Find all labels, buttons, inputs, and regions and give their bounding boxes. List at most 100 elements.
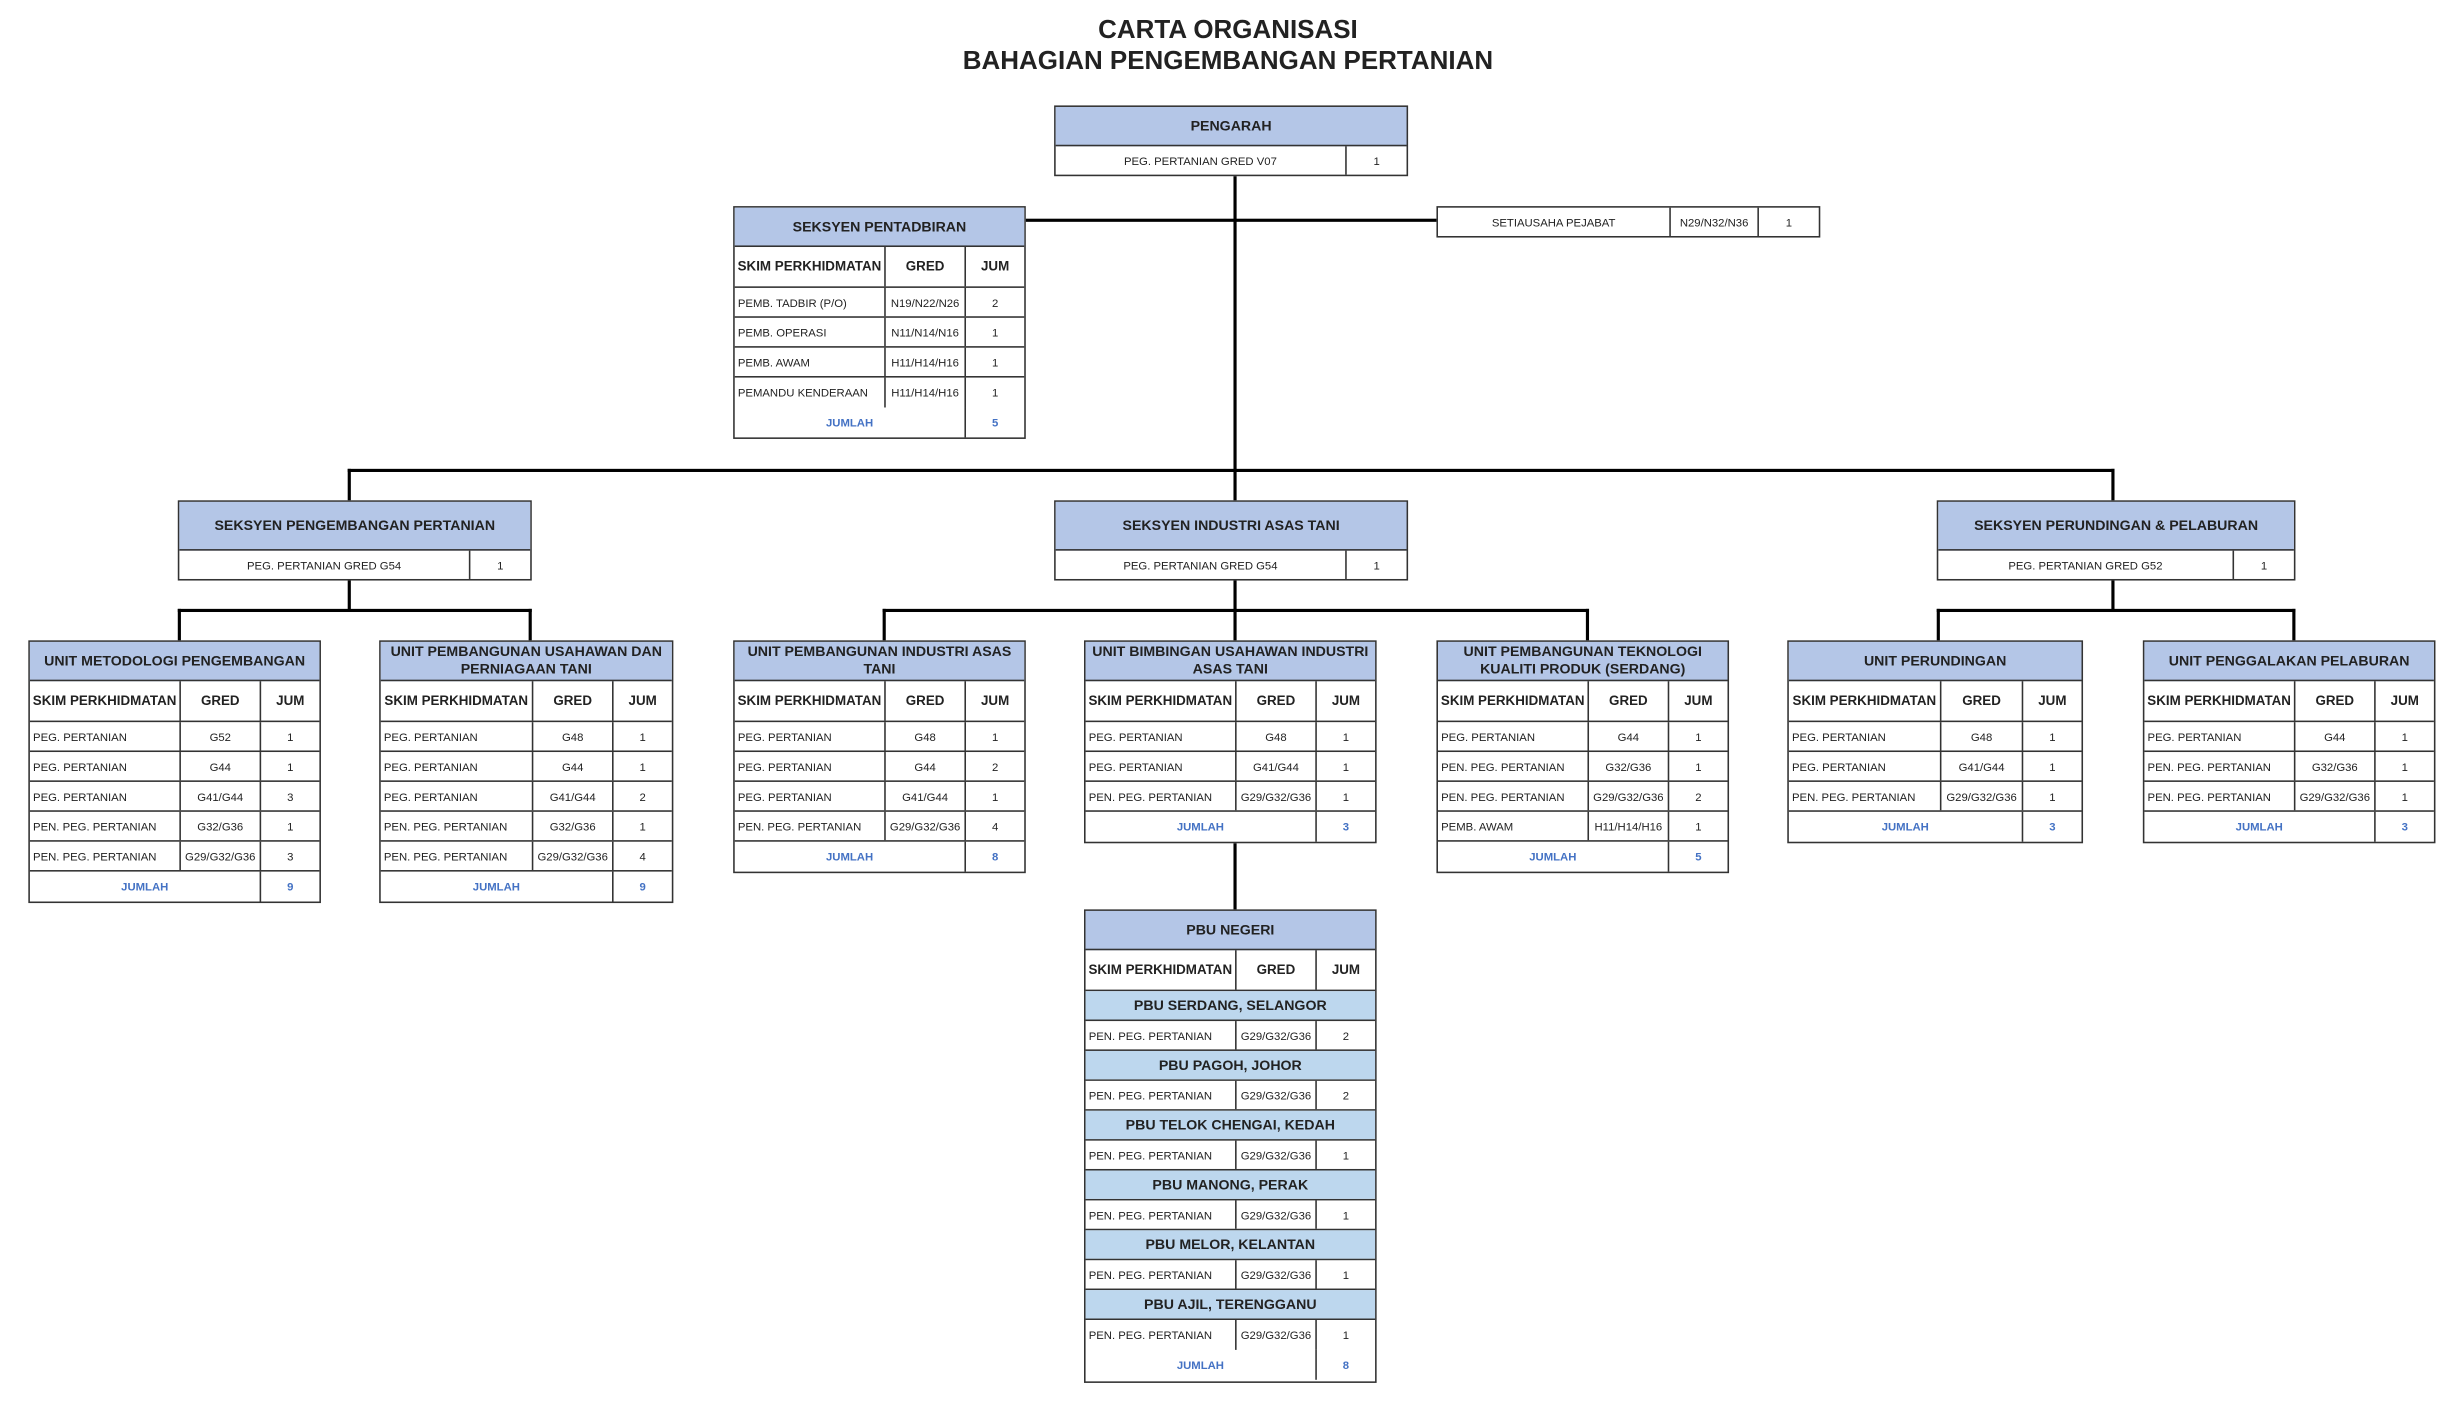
cell-gred: G44 bbox=[2295, 722, 2376, 751]
cell-gred: H11/H14/H16 bbox=[886, 377, 967, 408]
jumlah-value: 3 bbox=[2401, 819, 2408, 834]
seksyen-post: PEG. PERTANIAN GRED G54 bbox=[179, 550, 471, 579]
seksyen-title: SEKSYEN PENGEMBANGAN PERTANIAN bbox=[179, 501, 531, 551]
cell-jum: 1 bbox=[639, 759, 646, 774]
col-header-skim: SKIM PERKHIDMATAN bbox=[735, 247, 886, 287]
cell-jum: 1 bbox=[1342, 1147, 1350, 1162]
pbu-station-name: PBU AJIL, TERENGGANU bbox=[1085, 1290, 1376, 1319]
cell-gred: G29/G32/G36 bbox=[1941, 781, 2024, 811]
pbu-station-name: PBU MELOR, KELANTAN bbox=[1085, 1230, 1376, 1259]
col-header-skim: SKIM PERKHIDMATAN bbox=[1086, 950, 1237, 990]
col-header-jum: JUM bbox=[980, 692, 1010, 708]
col-header-skim: SKIM PERKHIDMATAN bbox=[2144, 681, 2296, 721]
cell-gred: G29/G32/G36 bbox=[181, 841, 262, 871]
pbu-station-header: PBU AJIL, TERENGGANU bbox=[1085, 1290, 1376, 1320]
cell-gred: G44 bbox=[533, 752, 614, 781]
cell-skim: PEG. PERTANIAN bbox=[30, 752, 181, 781]
cell-gred: H11/H14/H16 bbox=[1589, 811, 1670, 841]
cell-gred: G32/G36 bbox=[181, 811, 262, 841]
jumlah-label: JUMLAH bbox=[1438, 841, 1670, 872]
cell-gred: G29/G32/G36 bbox=[886, 811, 967, 841]
cell-skim: PEG. PERTANIAN bbox=[1086, 752, 1237, 781]
connector-line bbox=[1936, 608, 1940, 642]
connector-line bbox=[1233, 174, 1237, 471]
cell-skim: PEG. PERTANIAN bbox=[30, 781, 181, 811]
cell-skim: PEN. PEG. PERTANIAN bbox=[1438, 752, 1590, 781]
cell-skim: PEG. PERTANIAN bbox=[735, 722, 886, 751]
cell-gred: G44 bbox=[1589, 722, 1670, 751]
cell-gred: G41/G44 bbox=[1237, 752, 1317, 781]
jumlah-label: JUMLAH bbox=[735, 841, 967, 872]
cell-skim: PEMB. OPERASI bbox=[735, 317, 886, 347]
connector-line bbox=[1233, 468, 1237, 502]
col-header-gred: GRED bbox=[181, 681, 262, 721]
cell-gred: G29/G32/G36 bbox=[2295, 781, 2376, 811]
col-header-jum: JUM bbox=[1331, 961, 1361, 978]
cell-jum: 2 bbox=[991, 294, 999, 310]
col-header-skim: SKIM PERKHIDMATAN bbox=[1438, 681, 1590, 721]
unit-title: UNIT PERUNDINGAN bbox=[1788, 641, 2082, 682]
seksyen-count: 1 bbox=[1373, 557, 1380, 572]
cell-gred: G29/G32/G36 bbox=[1237, 1260, 1317, 1289]
connector-line bbox=[1024, 218, 1438, 222]
pentadbiran-title: SEKSYEN PENTADBIRAN bbox=[734, 207, 1025, 248]
seksyen-post: PEG. PERTANIAN GRED G52 bbox=[1938, 550, 2235, 579]
cell-skim: PEG. PERTANIAN bbox=[1789, 722, 1942, 751]
pengarah-count: 1 bbox=[1373, 153, 1380, 168]
connector-line bbox=[177, 608, 181, 642]
cell-skim: PEN. PEG. PERTANIAN bbox=[1086, 1200, 1237, 1229]
jumlah-label: JUMLAH bbox=[1789, 811, 2024, 842]
cell-skim: PEMANDU KENDERAAN bbox=[735, 377, 886, 408]
col-header-jum: JUM bbox=[980, 258, 1010, 274]
pbu-station-header: PBU SERDANG, SELANGOR bbox=[1085, 991, 1376, 1022]
cell-gred: G41/G44 bbox=[181, 781, 262, 811]
cell-jum: 1 bbox=[1342, 759, 1350, 774]
cell-skim: PEG. PERTANIAN bbox=[735, 752, 886, 781]
seksyen-count: 1 bbox=[2260, 557, 2268, 572]
unit-box: UNIT PEMBANGUNAN USAHAWAN DAN PERNIAGAAN… bbox=[379, 640, 674, 904]
seksyen-title: SEKSYEN PERUNDINGAN & PELABURAN bbox=[1938, 501, 2294, 551]
setiausaha-grade: N29/N32/N36 bbox=[1671, 207, 1759, 236]
cell-gred: G32/G36 bbox=[2295, 752, 2376, 781]
cell-jum: 1 bbox=[2401, 759, 2408, 774]
jumlah-label: JUMLAH bbox=[381, 871, 614, 902]
cell-skim: PEN. PEG. PERTANIAN bbox=[1086, 781, 1237, 811]
connector-line bbox=[2111, 578, 2115, 611]
cell-skim: PEN. PEG. PERTANIAN bbox=[1438, 781, 1590, 811]
cell-skim: PEN. PEG. PERTANIAN bbox=[30, 841, 181, 871]
cell-jum: 1 bbox=[1342, 1207, 1350, 1222]
pbu-station-header: PBU TELOK CHENGAI, KEDAH bbox=[1085, 1110, 1376, 1141]
cell-gred: G29/G32/G36 bbox=[1237, 1140, 1317, 1169]
cell-jum: 2 bbox=[1342, 1087, 1350, 1103]
pengarah-post: PEG. PERTANIAN GRED V07 bbox=[1056, 146, 1347, 175]
col-header-gred: GRED bbox=[886, 247, 967, 287]
cell-gred: G48 bbox=[1941, 722, 2024, 751]
seksyen-title: SEKSYEN INDUSTRI ASAS TANI bbox=[1055, 501, 1407, 551]
cell-jum: 1 bbox=[1342, 1267, 1350, 1282]
jumlah-value: 9 bbox=[639, 879, 646, 894]
jumlah-value: 5 bbox=[991, 415, 999, 430]
cell-jum: 1 bbox=[1342, 729, 1350, 744]
jumlah-label: JUMLAH bbox=[1086, 1349, 1317, 1380]
connector-line bbox=[1936, 608, 2296, 613]
col-header-gred: GRED bbox=[1941, 681, 2024, 721]
unit-title: UNIT PEMBANGUNAN INDUSTRI ASAS TANI bbox=[734, 641, 1025, 682]
jumlah-value: 8 bbox=[991, 849, 999, 864]
jumlah-value: 9 bbox=[287, 879, 294, 894]
cell-skim: PEN. PEG. PERTANIAN bbox=[2144, 752, 2296, 781]
cell-skim: PEN. PEG. PERTANIAN bbox=[381, 841, 534, 871]
seksyen-pentadbiran-box: SEKSYEN PENTADBIRAN SKIM PERKHIDMATAN GR… bbox=[733, 206, 1026, 439]
